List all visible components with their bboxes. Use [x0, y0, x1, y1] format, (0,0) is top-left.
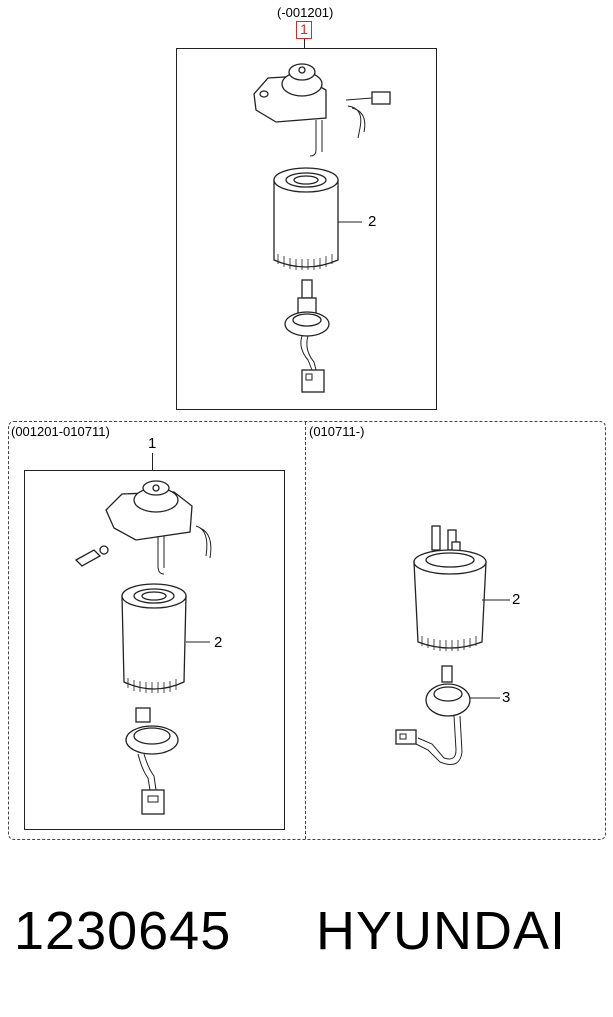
- right-water-sensor: [395, 665, 500, 765]
- part-number: 1230645: [14, 901, 232, 961]
- left-leader-line: [152, 453, 153, 470]
- left-diagram-panel: [24, 470, 285, 830]
- top-water-sensor: [284, 279, 330, 393]
- top-callout-1-box[interactable]: 1: [296, 21, 312, 39]
- left-filter-cartridge: [121, 583, 210, 693]
- top-leader-line: [304, 39, 305, 49]
- top-range-label: (-001201): [277, 5, 334, 20]
- top-diagram-panel: [176, 48, 437, 410]
- revision-group-divider: [305, 422, 306, 839]
- right-fuel-filter-illustration: [395, 525, 510, 765]
- left-fuel-filter-illustration: [74, 480, 212, 815]
- top-callout-2[interactable]: 2: [368, 213, 377, 230]
- top-filter-head: [253, 63, 391, 157]
- left-water-sensor: [125, 707, 179, 815]
- right-filter-cartridge: [413, 525, 510, 651]
- top-fuel-filter-illustration: [253, 63, 391, 393]
- right-range-label: (010711-): [309, 424, 365, 439]
- top-callout-1-text: 1: [300, 21, 308, 37]
- left-range-label: (001201-010711): [11, 424, 110, 439]
- right-callout-2[interactable]: 2: [512, 591, 521, 608]
- left-callout-2[interactable]: 2: [214, 634, 223, 651]
- left-callout-1[interactable]: 1: [148, 435, 157, 452]
- brand-name: HYUNDAI: [316, 901, 567, 961]
- top-filter-cartridge: [273, 167, 362, 270]
- left-filter-head: [74, 480, 212, 575]
- revision-group-frame: [8, 421, 606, 840]
- right-callout-3[interactable]: 3: [502, 689, 511, 706]
